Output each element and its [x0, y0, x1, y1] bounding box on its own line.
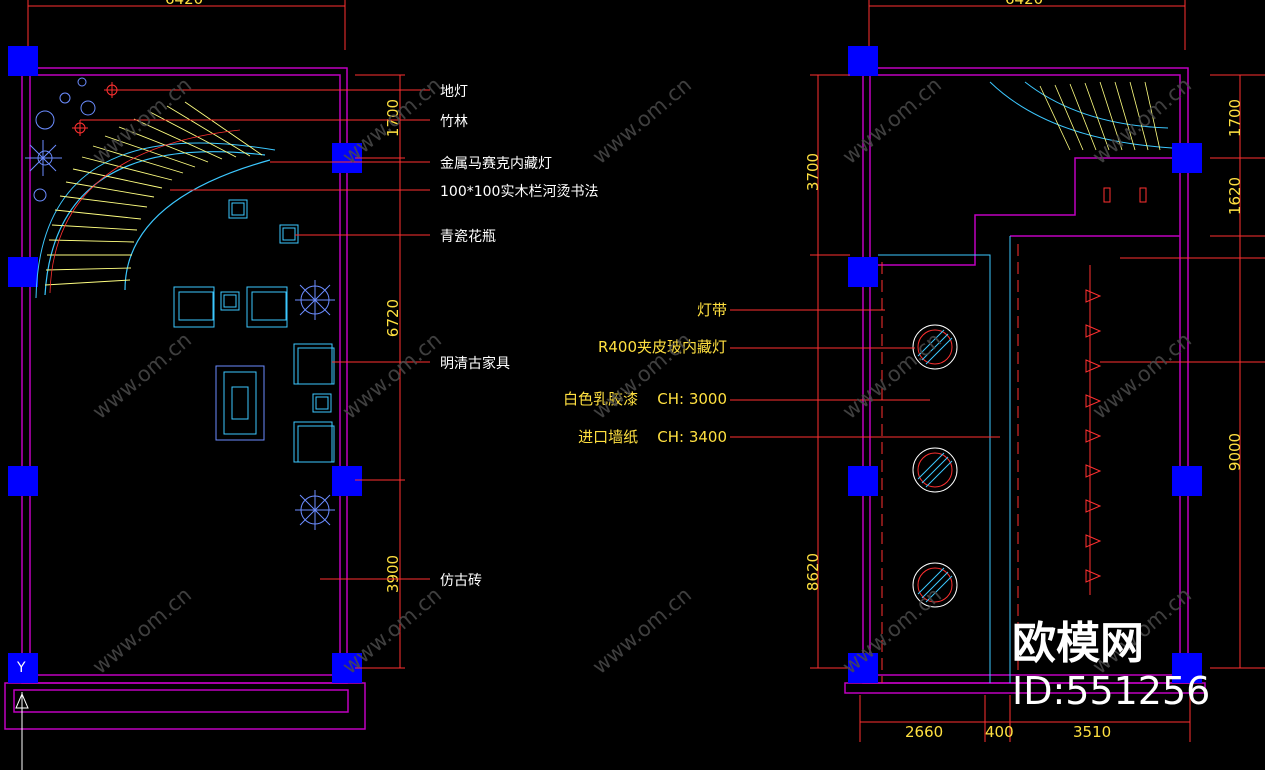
light-strip [1085, 265, 1102, 595]
label-white-latex-paint: 白色乳胶漆 CH: 3000 [563, 390, 727, 408]
column [848, 653, 878, 683]
dim-3900-left: 3900 [384, 555, 402, 593]
watermark-site: www.om.cn [338, 73, 446, 169]
brand-logo: 欧模网 ID:551256 [1012, 618, 1210, 713]
label-antique-tile: 仿古砖 [440, 573, 482, 589]
left-annotations: 地灯 竹林 金属马赛克内藏灯 100*100实木栏河烫书法 青瓷花瓶 明清古家具… [440, 84, 598, 589]
left-walls [4, 67, 366, 730]
left-right-dimensions [355, 74, 405, 669]
dim-400: 400 [985, 723, 1014, 741]
watermark-site: www.om.cn [88, 328, 196, 424]
ceiling-outline [878, 236, 1019, 683]
label-floor-lamp: 地灯 [440, 84, 468, 100]
column [848, 466, 878, 496]
dim-1620-right: 1620 [1226, 177, 1244, 215]
right-stair [989, 81, 1173, 151]
right-leaders [730, 309, 1000, 438]
axis-y-label: Y [16, 660, 26, 676]
column [848, 257, 878, 287]
right-right-dimensions [1100, 74, 1265, 669]
column [1172, 466, 1202, 496]
left-top-dimension: 6420 [27, 0, 346, 50]
watermark-site: www.om.cn [588, 73, 696, 169]
watermark-site: www.om.cn [588, 583, 696, 679]
left-columns [8, 46, 362, 683]
label-wood-railing: 100*100实木栏河烫书法 [440, 184, 598, 200]
watermark-site: www.om.cn [338, 583, 446, 679]
right-top-dimension-text: 6420 [1005, 0, 1043, 8]
left-leaders [80, 89, 430, 580]
right-walls [844, 67, 1206, 694]
left-top-dimension-text: 6420 [165, 0, 203, 8]
right-ceiling-plan: 6420 [563, 0, 1265, 742]
right-annotations: 灯带 R400夹皮玻内藏灯 白色乳胶漆 CH: 3000 进口墙纸 CH: 34… [563, 301, 727, 446]
label-celadon-vase: 青瓷花瓶 [440, 229, 496, 245]
ceiling-light-icon [1139, 187, 1147, 203]
dim-9000-right: 9000 [1226, 433, 1244, 471]
dim-3700: 3700 [804, 153, 822, 191]
curved-staircase [35, 101, 276, 299]
column [8, 466, 38, 496]
label-ming-qing-furniture: 明清古家具 [440, 355, 510, 372]
watermarks: www.om.cn www.om.cn www.om.cn www.om.cn … [88, 73, 1196, 679]
right-left-dimensions [810, 74, 850, 669]
bamboo-plants [25, 77, 335, 530]
dim-2660: 2660 [905, 723, 943, 741]
column [8, 257, 38, 287]
ceiling-light-icon [1103, 187, 1111, 203]
watermark-site: www.om.cn [838, 583, 946, 679]
watermark-site: www.om.cn [838, 328, 946, 424]
round-lights [912, 324, 958, 608]
watermark-site: www.om.cn [838, 73, 946, 169]
watermark-site: www.om.cn [338, 328, 446, 424]
dim-6720-left: 6720 [384, 299, 402, 337]
label-light-strip: 灯带 [697, 301, 727, 319]
column [8, 653, 38, 683]
column [332, 466, 362, 496]
label-mosaic-light: 金属马赛克内藏灯 [440, 156, 552, 172]
dim-1700-right: 1700 [1226, 99, 1244, 137]
column [848, 46, 878, 76]
left-floor-plan: 6420 Y [4, 0, 598, 770]
column [1172, 143, 1202, 173]
label-imported-wallpaper: 进口墙纸 CH: 3400 [578, 428, 727, 446]
column [1172, 653, 1202, 683]
logo-text: 欧模网 [1012, 618, 1144, 669]
label-bamboo: 竹林 [440, 114, 468, 130]
right-top-dimension: 6420 [868, 0, 1186, 50]
dim-8620: 8620 [804, 553, 822, 591]
dim-3510: 3510 [1073, 723, 1111, 741]
right-bottom-dimensions [859, 695, 1191, 742]
column [8, 46, 38, 76]
dim-1700-left: 1700 [384, 99, 402, 137]
axis-marker: Y [15, 660, 29, 770]
furniture [173, 199, 335, 463]
watermark-site: www.om.cn [88, 583, 196, 679]
label-r400-hidden-light: R400夹皮玻内藏灯 [598, 338, 727, 356]
logo-id: ID:551256 [1012, 669, 1210, 713]
right-columns [848, 46, 1202, 683]
